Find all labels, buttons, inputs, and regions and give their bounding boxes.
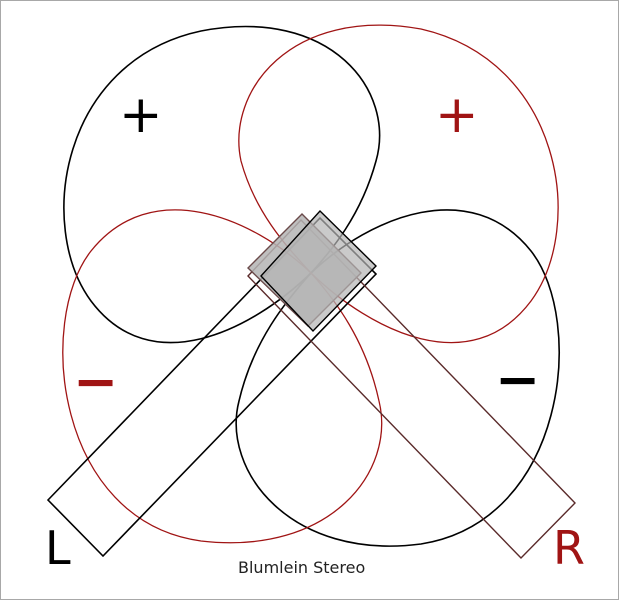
right-positive-label: + (435, 85, 479, 145)
right-rear-lobe (62, 209, 383, 544)
right-channel-label: R (553, 521, 585, 575)
right-negative-label: − (73, 350, 119, 413)
caption: Blumlein Stereo (238, 558, 366, 577)
left-mic-body (46, 216, 378, 558)
left-negative-label: − (495, 348, 541, 411)
left-channel-label: L (45, 521, 71, 575)
left-mic-capsule (260, 209, 377, 333)
right-front-lobe (238, 24, 559, 344)
left-front-lobe (63, 25, 381, 344)
left-rear-lobe (235, 209, 560, 547)
left-positive-label: + (119, 85, 163, 145)
